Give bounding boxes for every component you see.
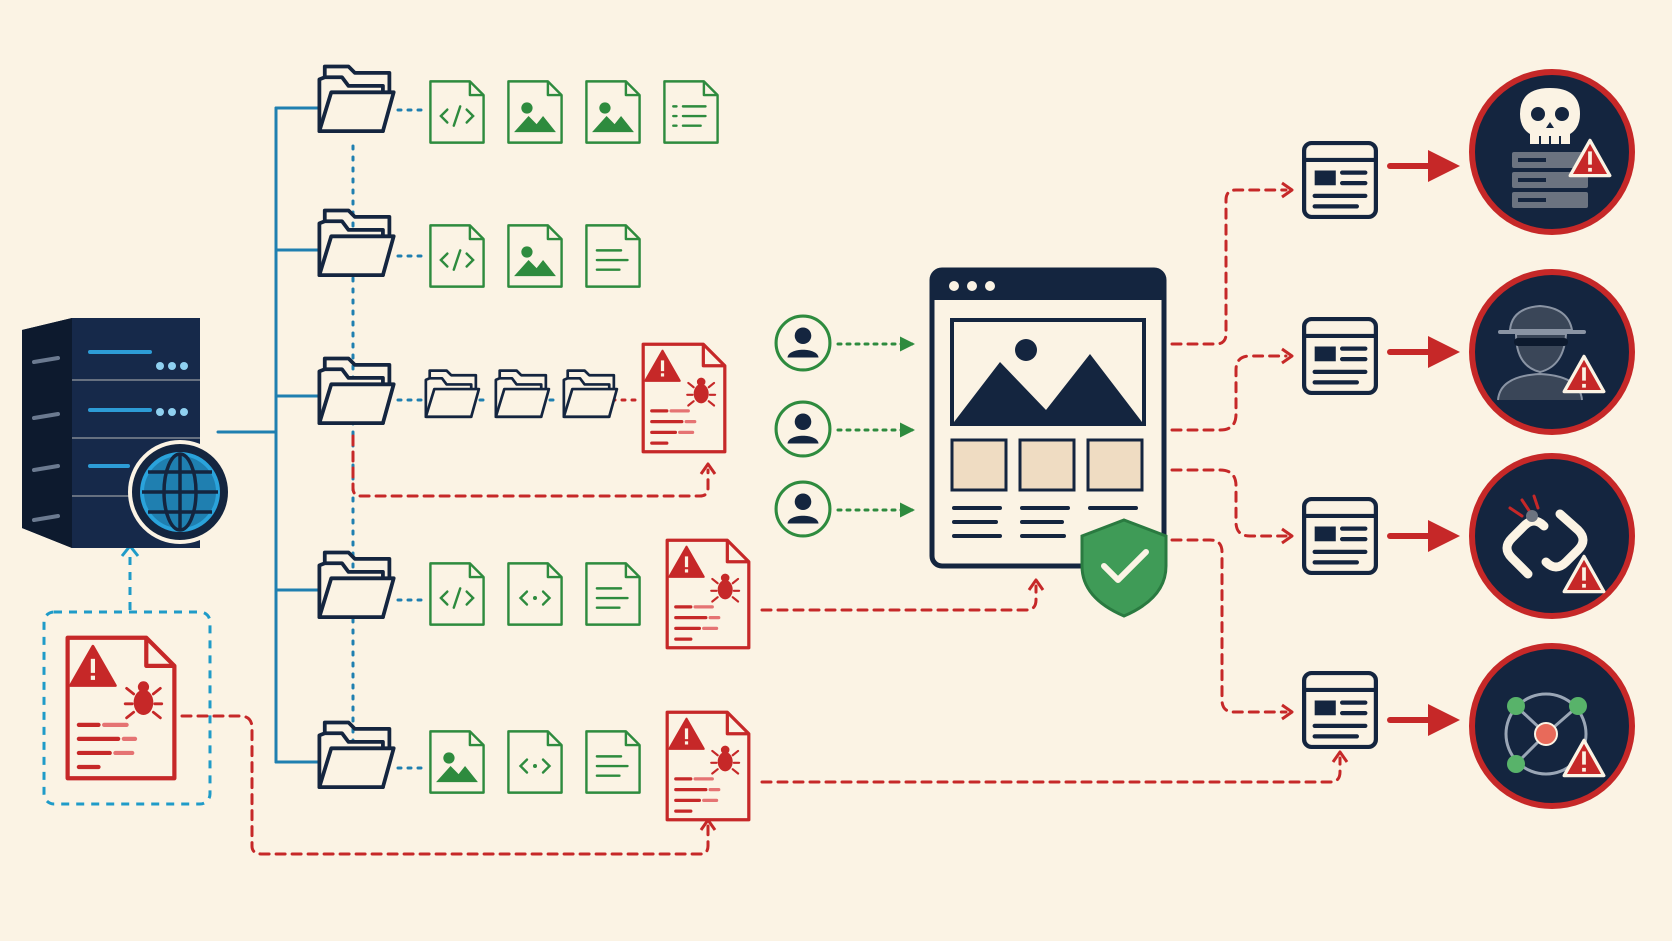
malicious-file-icon[interactable] bbox=[665, 538, 751, 650]
folder-icon[interactable] bbox=[562, 369, 619, 419]
text-file-icon[interactable] bbox=[586, 563, 639, 624]
user-icon bbox=[774, 480, 832, 538]
served-pages bbox=[1304, 143, 1376, 747]
image-file-icon[interactable] bbox=[508, 225, 561, 286]
hacker-icon bbox=[1469, 269, 1635, 435]
web-page-icon[interactable] bbox=[1304, 673, 1376, 747]
code-file-icon[interactable] bbox=[430, 81, 483, 142]
user-access-arrows bbox=[836, 336, 915, 518]
text-file-icon[interactable] bbox=[586, 731, 639, 792]
shield-check-icon bbox=[1080, 518, 1168, 618]
site-visitors bbox=[774, 314, 832, 538]
globe-icon bbox=[128, 440, 232, 544]
threat-outcomes bbox=[1469, 69, 1635, 809]
folder-icon[interactable] bbox=[317, 208, 396, 277]
malicious-file-icon[interactable] bbox=[665, 710, 751, 822]
web-server bbox=[22, 318, 232, 548]
web-page-icon[interactable] bbox=[1304, 143, 1376, 217]
malicious-paths bbox=[180, 188, 1342, 856]
browser-window-icon bbox=[929, 267, 1167, 569]
user-icon bbox=[774, 400, 832, 458]
user-icon bbox=[774, 314, 832, 372]
code-file-icon[interactable] bbox=[508, 731, 561, 792]
skull-server-icon bbox=[1469, 69, 1635, 235]
web-page-icon[interactable] bbox=[1304, 499, 1376, 573]
malicious-file-icon[interactable] bbox=[641, 342, 727, 454]
folder-icon[interactable] bbox=[317, 356, 396, 425]
text-file-icon[interactable] bbox=[586, 225, 639, 286]
malicious-file-icon bbox=[68, 638, 175, 778]
uploaded-malicious-file bbox=[42, 610, 212, 806]
broken-link-icon bbox=[1469, 453, 1635, 619]
folder-icon[interactable] bbox=[424, 369, 481, 419]
code-file-icon[interactable] bbox=[508, 563, 561, 624]
folder-tree-lines bbox=[216, 106, 320, 764]
item-link-dots bbox=[396, 108, 562, 770]
folder-icon[interactable] bbox=[317, 720, 396, 789]
web-page-icon[interactable] bbox=[1304, 319, 1376, 393]
folder-rows bbox=[317, 64, 751, 822]
image-file-icon[interactable] bbox=[586, 81, 639, 142]
code-file-icon[interactable] bbox=[430, 225, 483, 286]
network-nodes-icon bbox=[1469, 643, 1635, 809]
folder-icon[interactable] bbox=[317, 550, 396, 619]
list-file-icon[interactable] bbox=[664, 81, 717, 142]
code-file-icon[interactable] bbox=[430, 563, 483, 624]
image-file-icon[interactable] bbox=[430, 731, 483, 792]
image-file-icon[interactable] bbox=[508, 81, 561, 142]
folder-icon[interactable] bbox=[317, 64, 396, 133]
folder-icon[interactable] bbox=[494, 369, 551, 419]
threat-arrows bbox=[1387, 163, 1435, 723]
